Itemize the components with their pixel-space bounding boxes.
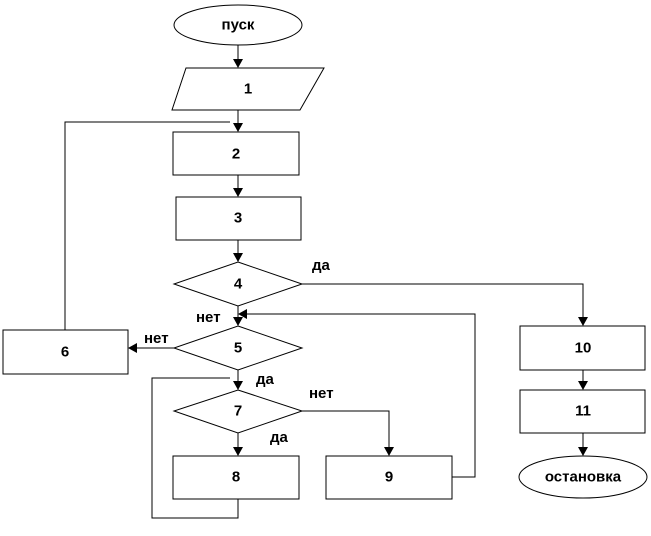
arrowhead-to-stop	[578, 447, 588, 456]
block-2-label: 2	[232, 146, 240, 163]
block-8-label: 8	[232, 469, 240, 486]
block-9	[325, 455, 453, 500]
branch-7-no: нет	[309, 385, 334, 402]
block-1-label: 1	[244, 81, 252, 98]
block-6	[2, 329, 129, 375]
block-8	[172, 455, 300, 500]
start-label: пуск	[222, 17, 255, 34]
block-3	[175, 196, 302, 241]
arrowhead-to-10	[578, 317, 588, 326]
block-6-label: 6	[61, 344, 69, 361]
decision-7-label: 7	[234, 403, 242, 420]
edge-8-loop	[151, 377, 239, 519]
block-1-io	[171, 67, 325, 111]
branch-5-no: нет	[196, 309, 221, 326]
branch-5-yes: да	[256, 371, 275, 388]
arrowhead-to-6	[128, 343, 137, 353]
arrowhead-to-4	[233, 253, 243, 262]
block-11	[519, 389, 646, 434]
edge-9-loop	[246, 313, 476, 478]
decision-5-label: 5	[234, 340, 242, 357]
edge-4-10	[302, 283, 584, 318]
branch-7-yes: да	[270, 429, 289, 446]
arrowhead-to-5	[233, 317, 243, 326]
block-9-label: 9	[385, 469, 393, 486]
arrowhead-to-1	[233, 59, 243, 68]
arrowhead-to-11	[578, 381, 588, 390]
block-10-label: 10	[575, 340, 592, 357]
arrowhead-to-9	[384, 447, 394, 456]
arrowhead-to-8	[233, 447, 243, 456]
branch-4-yes: да	[312, 257, 331, 274]
decision-4-label: 4	[234, 276, 243, 293]
edge-7-9	[302, 410, 390, 448]
block-2	[172, 131, 300, 176]
branch-5-no-left: нет	[144, 330, 169, 347]
arrowhead-to-7	[233, 381, 243, 390]
arrowhead-to-2	[233, 123, 243, 132]
block-11-label: 11	[575, 403, 591, 420]
block-3-label: 3	[234, 210, 242, 227]
edge-6-loop	[64, 121, 230, 330]
arrowhead-loop-9	[238, 309, 247, 319]
stop-label: остановка	[545, 469, 622, 486]
arrowhead-to-3	[233, 188, 243, 197]
